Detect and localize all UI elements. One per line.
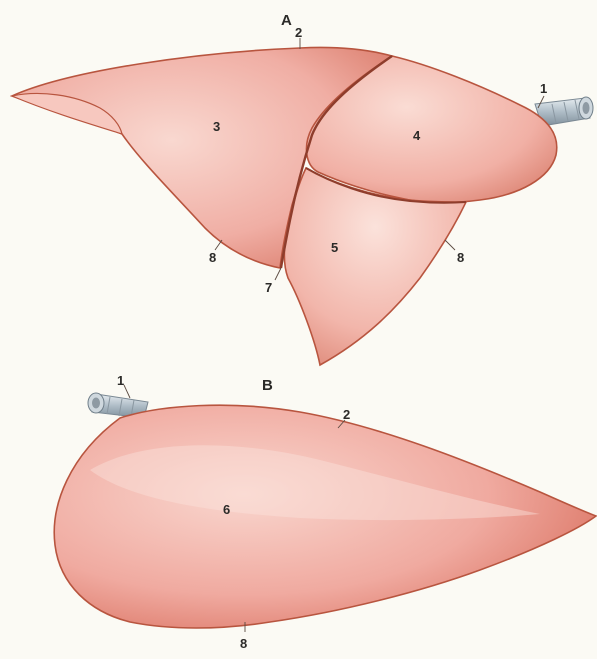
- label-3: 3: [213, 119, 220, 134]
- label-4: 4: [413, 128, 421, 143]
- label-2-a: 2: [295, 25, 302, 40]
- label-1-b: 1: [117, 373, 124, 388]
- label-8-a-right: 8: [457, 250, 464, 265]
- label-2-b: 2: [343, 407, 350, 422]
- view-a-letter: A: [281, 12, 292, 29]
- label-1-a: 1: [540, 81, 547, 96]
- view-a: A 2 1 3 4 5 8 8 7: [12, 12, 593, 365]
- label-5: 5: [331, 240, 338, 255]
- view-b-letter: B: [262, 377, 273, 394]
- view-b: B 1 2 6 8: [54, 373, 596, 651]
- label-7: 7: [265, 280, 272, 295]
- label-8-b: 8: [240, 636, 247, 651]
- label-8-a-left: 8: [209, 250, 216, 265]
- label-6: 6: [223, 502, 230, 517]
